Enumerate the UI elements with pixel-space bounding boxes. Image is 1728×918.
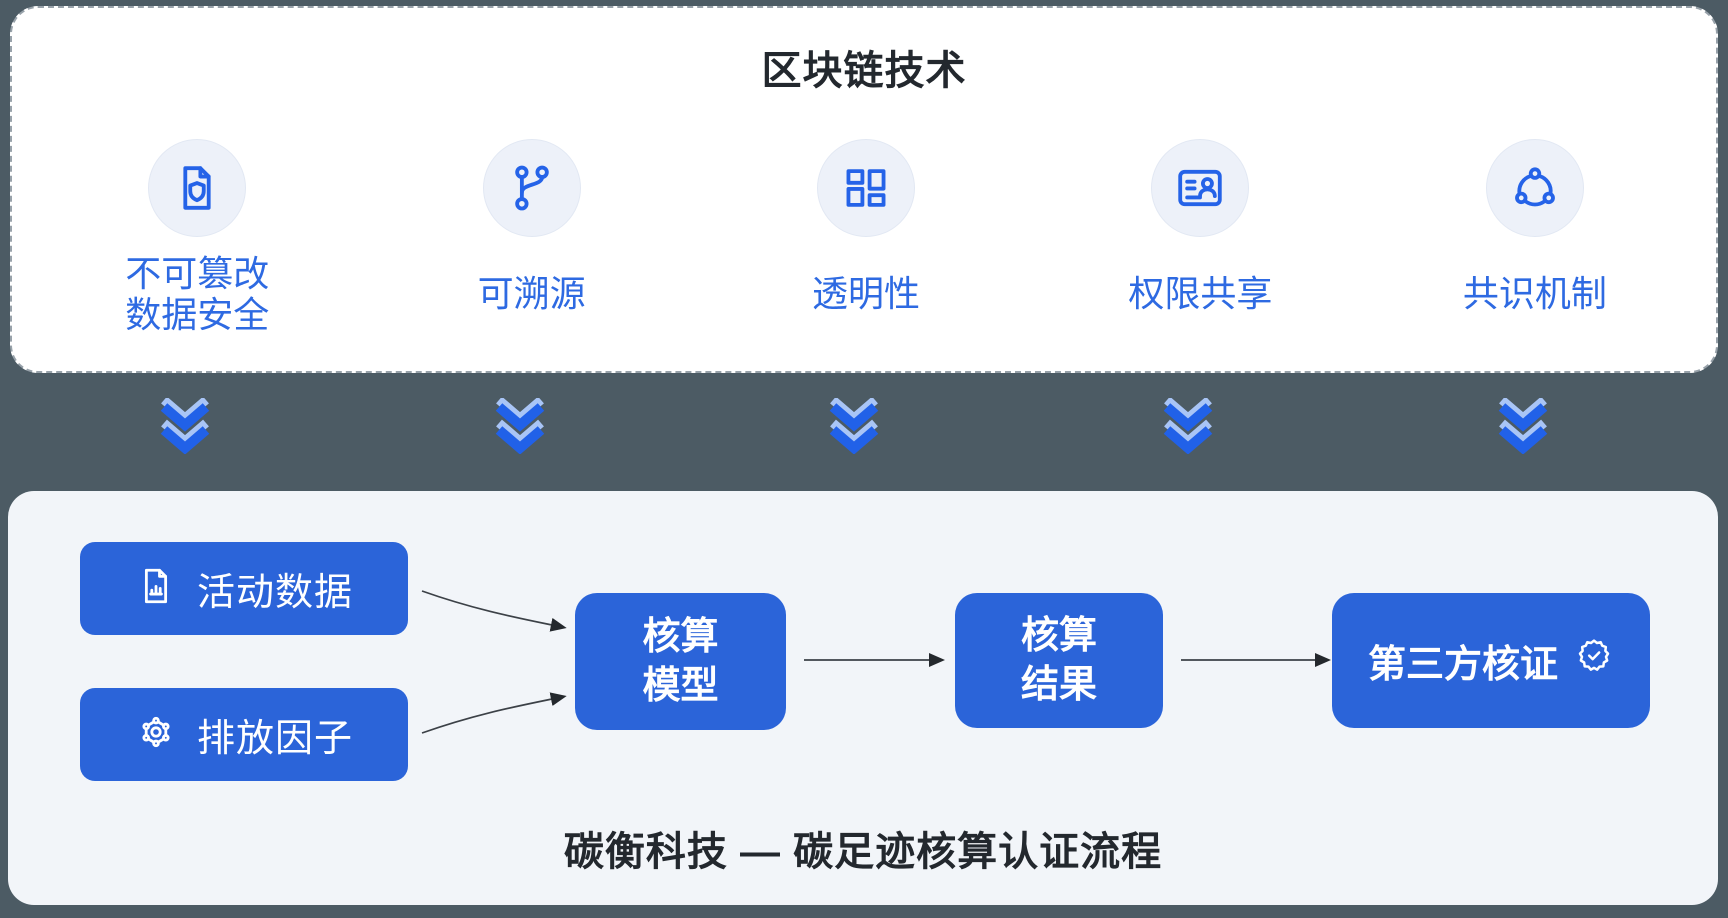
feature-label: 共识机制: [1462, 272, 1607, 314]
carbon-flow-panel: 活动数据 排放因子 核算 模型: [8, 491, 1718, 905]
layout-grid-icon: [817, 139, 916, 237]
emission-factor-label: 排放因子: [196, 718, 353, 760]
chevron-down-icon: [687, 398, 1021, 454]
chevron-down-icon: [352, 398, 686, 454]
accounting-result-node: 核算 结果: [955, 593, 1163, 728]
bar-chart-document-icon: [135, 565, 177, 612]
network-share-icon: [1485, 139, 1584, 237]
feature-label: 权限共享: [1128, 272, 1273, 314]
certified-badge-icon: [1574, 636, 1614, 686]
feature-row: 不可篡改 数据安全 可溯源: [30, 139, 1702, 335]
feature-label: 不可篡改 数据安全: [125, 253, 270, 335]
molecule-gear-icon: [135, 711, 177, 758]
blockchain-panel: 区块链技术 不可篡改 数据安全: [10, 6, 1718, 373]
third-party-verification-node: 第三方核证: [1332, 593, 1650, 728]
accounting-model-node: 核算 模型: [575, 593, 786, 730]
chevron-down-icon: [1021, 398, 1355, 454]
chevron-down-icon: [1356, 398, 1690, 454]
feature-label: 透明性: [812, 272, 921, 314]
activity-data-label: 活动数据: [196, 572, 353, 614]
activity-data-node: 活动数据: [80, 542, 408, 635]
feature-permission-sharing: 权限共享: [1033, 139, 1367, 335]
chevron-down-icon: [18, 398, 352, 454]
chevron-row: [18, 398, 1690, 454]
id-card-icon: [1151, 139, 1250, 237]
feature-immutable-data: 不可篡改 数据安全: [30, 139, 364, 335]
panel-title: 区块链技术: [761, 49, 967, 93]
flow-caption: 碳衡科技 — 碳足迹核算认证流程: [563, 830, 1163, 874]
emission-factor-node: 排放因子: [80, 688, 408, 781]
feature-consensus: 共识机制: [1368, 139, 1702, 335]
feature-label: 可溯源: [477, 272, 586, 314]
feature-transparency: 透明性: [699, 139, 1033, 335]
git-branch-icon: [482, 139, 581, 237]
shield-document-icon: [148, 139, 247, 237]
feature-traceable: 可溯源: [364, 139, 698, 335]
